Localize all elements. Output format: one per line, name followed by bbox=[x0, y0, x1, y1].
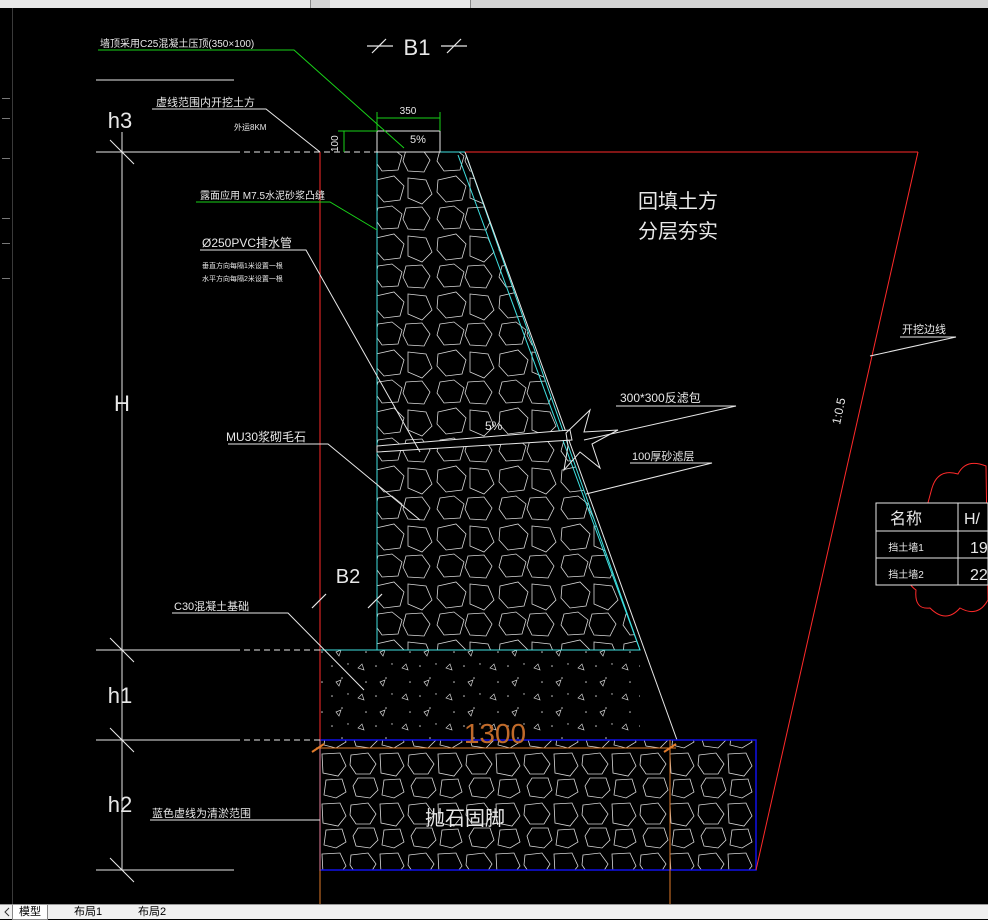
pvc-drain-pipe bbox=[376, 429, 573, 453]
backfill-label-1: 回填土方 bbox=[638, 190, 718, 213]
table-row2-h: 22 bbox=[970, 567, 988, 584]
riprap-footing bbox=[320, 740, 756, 870]
note-pvc: Ø250PVC排水管 bbox=[202, 235, 292, 250]
section-b2-marker bbox=[311, 593, 383, 609]
concrete-foundation bbox=[320, 650, 640, 740]
slope-mid-label: 5% bbox=[485, 419, 503, 433]
note-haul: 外运8KM bbox=[234, 122, 267, 132]
note-coping: 墙顶采用C25混凝土压顶(350×100) bbox=[100, 37, 254, 50]
dim-H: H bbox=[114, 391, 130, 416]
note-mu30: MU30浆砌毛石 bbox=[226, 429, 306, 444]
tab-layout1[interactable]: 布局1 bbox=[74, 906, 103, 918]
leader-lines bbox=[98, 49, 957, 821]
tab-model[interactable]: 模型 bbox=[12, 905, 48, 920]
section-b1-label: B1 bbox=[404, 35, 431, 60]
coping-cap bbox=[376, 130, 441, 153]
dim-100-label: 100 bbox=[330, 135, 341, 152]
table-row1-name: 挡土墙1 bbox=[888, 541, 924, 554]
filter-bag-symbol bbox=[563, 408, 619, 472]
tab-layout2[interactable]: 布局2 bbox=[138, 906, 167, 918]
note-dredge: 蓝色虚线为清淤范围 bbox=[152, 806, 251, 820]
note-mortar: 露面应用 M7.5水泥砂浆凸缝 bbox=[200, 189, 325, 202]
table-header-h: H/ bbox=[964, 511, 981, 528]
section-b1-marker bbox=[367, 38, 467, 54]
dim-1300-label: 1300 bbox=[464, 718, 526, 749]
backfill-label-2: 分层夯实 bbox=[638, 220, 718, 243]
footing-label: 抛石固脚 bbox=[425, 807, 505, 830]
schedule-table bbox=[875, 502, 988, 586]
table-header-name: 名称 bbox=[890, 510, 922, 528]
dim-h1: h1 bbox=[108, 683, 132, 708]
slope-top-label: 5% bbox=[410, 134, 426, 146]
table-row1-h: 19 bbox=[970, 540, 988, 557]
top-toolbar-strip bbox=[0, 0, 988, 8]
note-pvc-horizontal: 水平方向每隔2米设置一根 bbox=[202, 274, 283, 283]
dim-h3: h3 bbox=[108, 108, 132, 133]
note-pvc-vertical: 垂直方向每隔1米设置一根 bbox=[202, 261, 283, 270]
note-filter-bag: 300*300反滤包 bbox=[620, 391, 701, 405]
layout-tab-bar: 模型 布局1 布局2 bbox=[0, 904, 988, 920]
note-sand-layer: 100厚砂滤层 bbox=[632, 450, 694, 463]
table-row2-name: 挡土墙2 bbox=[888, 568, 924, 581]
filter-layer-inner bbox=[457, 154, 641, 651]
slope-ratio-label: 1:0.5 bbox=[829, 396, 848, 425]
dim-1300-ticks bbox=[311, 743, 677, 753]
dim-h2: h2 bbox=[108, 792, 132, 817]
tab-scroll-arrow-icon[interactable] bbox=[2, 906, 12, 918]
filter-layer-line bbox=[464, 151, 678, 741]
left-dim-ticks bbox=[96, 79, 234, 883]
excavation-slope-line bbox=[755, 151, 919, 871]
dim-350-label: 350 bbox=[400, 106, 417, 117]
note-excavation-line: 开挖边线 bbox=[902, 322, 946, 336]
section-b2-label: B2 bbox=[336, 566, 360, 588]
note-c30: C30混凝土基础 bbox=[174, 599, 249, 613]
masonry-wall bbox=[377, 152, 640, 650]
left-side-panel bbox=[0, 8, 13, 904]
note-excavation: 虚线范围内开挖土方 bbox=[156, 95, 255, 109]
